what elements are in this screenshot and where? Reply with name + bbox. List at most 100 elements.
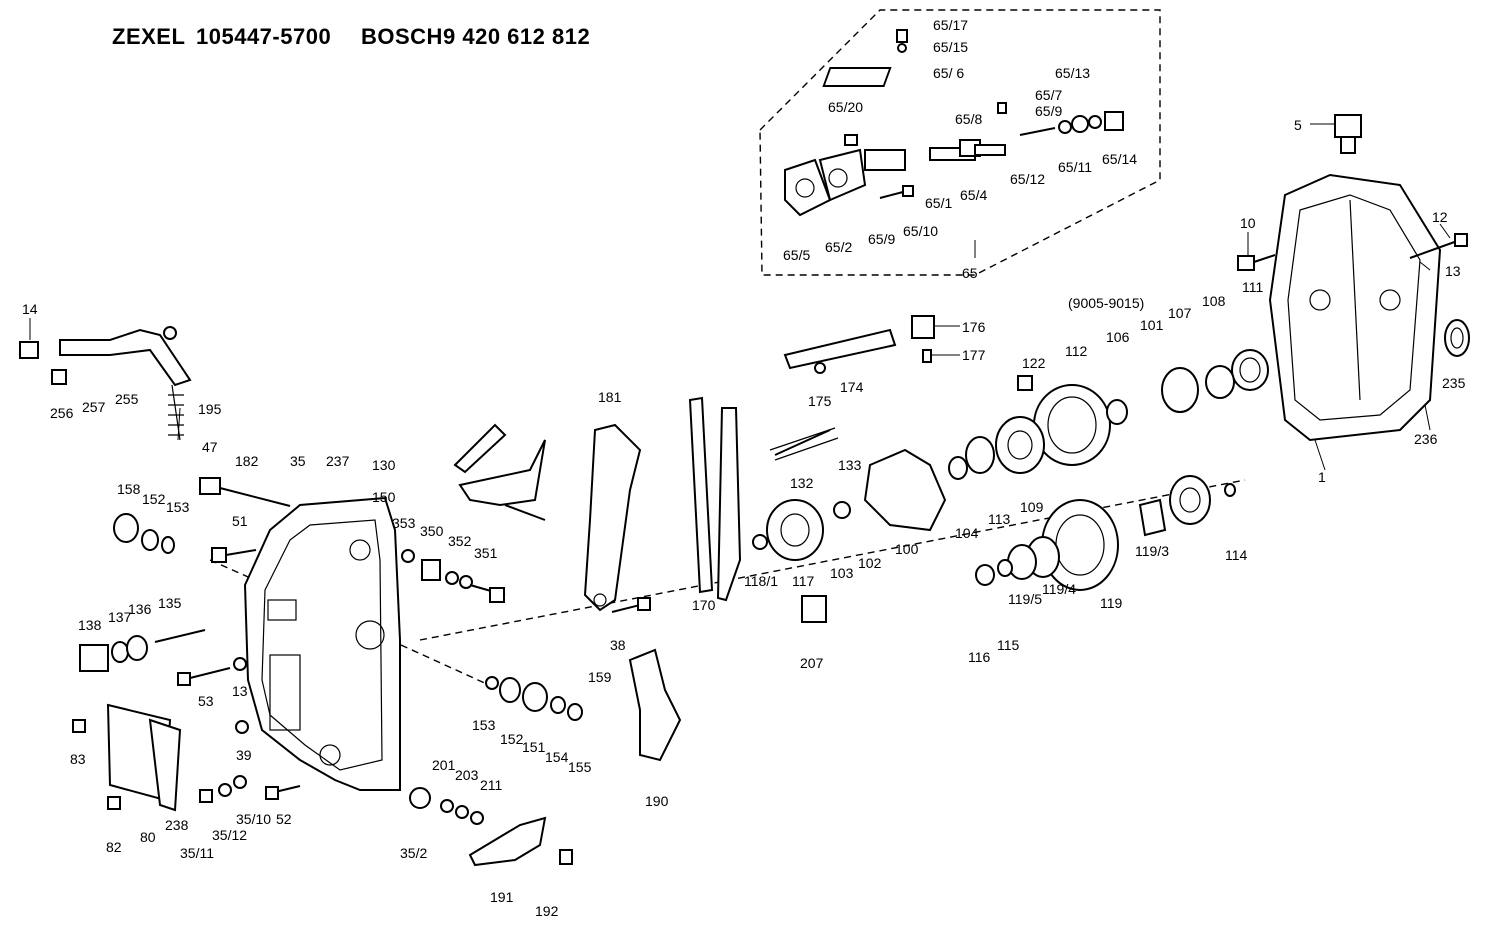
- label-175: 175: [808, 393, 832, 409]
- label-5: 5: [1294, 117, 1302, 133]
- label-103: 103: [830, 565, 854, 581]
- label-151: 151: [522, 739, 546, 755]
- label-119-5: 119/5: [1008, 591, 1042, 607]
- label-109: 109: [1020, 499, 1044, 515]
- header-brand-bosch: BOSCH: [361, 24, 443, 49]
- label-119-3: 119/3: [1135, 543, 1169, 559]
- label-53: 53: [198, 693, 214, 709]
- link-plate-part: [783, 315, 935, 374]
- label-255: 255: [115, 391, 139, 407]
- label-136: 136: [128, 601, 152, 617]
- bolt-part: [1237, 233, 1468, 271]
- label-13a: 13: [1445, 263, 1461, 279]
- label-100: 100: [895, 541, 919, 557]
- label-235: 235: [1442, 375, 1466, 391]
- label-203: 203: [455, 767, 479, 783]
- label-65-13: 65/13: [1055, 65, 1090, 81]
- label-116: 116: [968, 649, 991, 665]
- label-65-7: 65/7: [1035, 87, 1062, 103]
- label-65-12: 65/12: [1010, 171, 1045, 187]
- header-zexel-number: 105447-5700: [196, 24, 332, 49]
- label-65-4: 65/4: [960, 187, 987, 203]
- governor-weights-parts: [752, 427, 947, 561]
- label-47: 47: [202, 439, 218, 455]
- label-257: 257: [82, 399, 106, 415]
- label-35-10: 35/10: [236, 811, 271, 827]
- label-122: 122: [1022, 355, 1046, 371]
- label-112: 112: [1065, 343, 1088, 359]
- label-82: 82: [106, 839, 122, 855]
- label-159: 159: [588, 669, 612, 685]
- label-130: 130: [372, 457, 396, 473]
- bearing-stack-parts: [948, 349, 1269, 480]
- label-155: 155: [568, 759, 592, 775]
- seal-part: [1444, 319, 1470, 357]
- label-353: 353: [392, 515, 416, 531]
- label-177: 177: [962, 347, 986, 363]
- label-117: 117: [792, 573, 815, 589]
- header-brand-zexel: ZEXEL: [112, 24, 186, 49]
- label-65-15: 65/15: [933, 39, 968, 55]
- label-65-20: 65/20: [828, 99, 863, 115]
- label-118-1: 118/1: [744, 573, 778, 589]
- label-35: 35: [290, 453, 306, 469]
- label-152a: 152: [142, 491, 166, 507]
- label-237: 237: [326, 453, 350, 469]
- label-256: 256: [50, 405, 74, 421]
- label-1: 1: [1318, 469, 1326, 485]
- label-153b: 153: [472, 717, 496, 733]
- label-176: 176: [962, 319, 986, 335]
- label-13b: 13: [232, 683, 248, 699]
- label-106: 106: [1106, 329, 1130, 345]
- label-181: 181: [598, 389, 622, 405]
- header-bosch-number: 9 420 612 812: [443, 24, 591, 49]
- spring-lever-parts: [453, 423, 546, 521]
- label-104: 104: [955, 525, 979, 541]
- label-195: 195: [198, 401, 222, 417]
- label-51: 51: [232, 513, 248, 529]
- label-192: 192: [535, 903, 559, 919]
- label-114: 114: [1225, 547, 1248, 563]
- label-350: 350: [420, 523, 444, 539]
- label-65-9b: 65/9: [868, 231, 895, 247]
- label-80: 80: [140, 829, 156, 845]
- link-rod-part: [19, 326, 192, 441]
- label-135: 135: [158, 595, 182, 611]
- label-108: 108: [1202, 293, 1226, 309]
- label-52: 52: [276, 811, 292, 827]
- label-83: 83: [70, 751, 86, 767]
- label-65-17: 65/17: [933, 17, 968, 33]
- label-352: 352: [448, 533, 472, 549]
- label-119-4: 119/4: [1042, 581, 1076, 597]
- label-10: 10: [1240, 215, 1256, 231]
- label-14: 14: [22, 301, 38, 317]
- label-138: 138: [78, 617, 102, 633]
- label-170: 170: [692, 597, 716, 613]
- label-65-14: 65/14: [1102, 151, 1137, 167]
- label-150: 150: [372, 489, 396, 505]
- label-190: 190: [645, 793, 669, 809]
- label-351: 351: [474, 545, 498, 561]
- cover-plate-part: [106, 703, 182, 812]
- label-158: 158: [117, 481, 141, 497]
- label-236: 236: [1414, 431, 1438, 447]
- label-107: 107: [1168, 305, 1192, 321]
- label-35-2: 35/2: [400, 845, 427, 861]
- aux-axis-line-2: [389, 639, 501, 691]
- label-137: 137: [108, 609, 132, 625]
- label-174: 174: [840, 379, 864, 395]
- label-12: 12: [1432, 209, 1448, 225]
- label-119: 119: [1100, 595, 1123, 611]
- label-65-9a: 65/9: [1035, 103, 1062, 119]
- label-65-6: 65/ 6: [933, 65, 964, 81]
- label-65-11: 65/11: [1058, 159, 1092, 175]
- label-152b: 152: [500, 731, 524, 747]
- label-115: 115: [997, 637, 1020, 653]
- assembly-65-parts: [784, 29, 1124, 217]
- label-65-5: 65/5: [783, 247, 810, 263]
- control-lever-parts: [583, 396, 827, 623]
- leader-lines: [29, 123, 1451, 471]
- label-39: 39: [236, 747, 252, 763]
- label-65-2: 65/2: [825, 239, 852, 255]
